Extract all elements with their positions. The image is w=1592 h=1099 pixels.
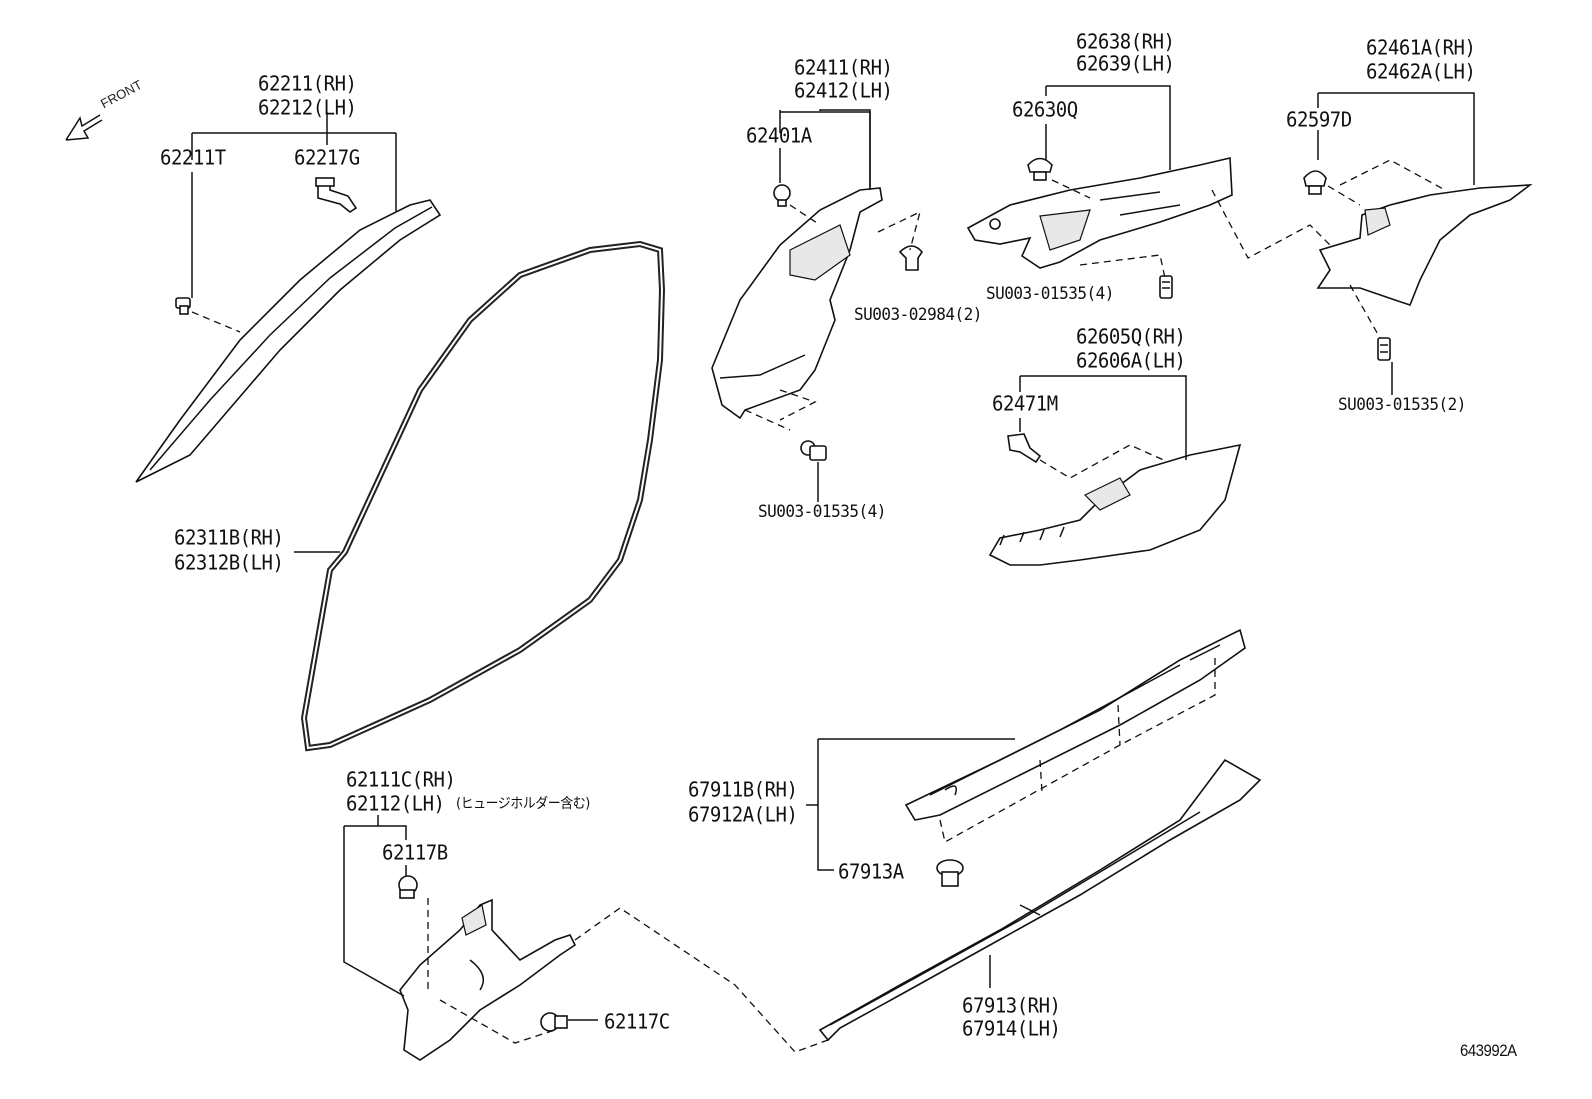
label-62217g: 62217G — [294, 146, 360, 170]
label-62117b: 62117B — [382, 841, 448, 865]
label-62605q-rh: 62605Q(RH) — [1076, 325, 1186, 349]
label-su003-01535-pillar: SU003-01535(4) — [758, 500, 886, 522]
front-kick-panel — [399, 898, 577, 1061]
clip-62117c-icon — [540, 1012, 568, 1032]
label-62312b-lh: 62312B(LH) — [174, 551, 284, 575]
label-62471m: 62471M — [992, 392, 1058, 416]
label-67913-rh: 67913(RH) — [962, 994, 1061, 1018]
clip-62597d-icon — [1303, 170, 1327, 195]
label-62112-lh: 62112(LH) — [346, 792, 445, 816]
label-62211t: 62211T — [160, 146, 226, 170]
rear-quarter-trim — [1316, 184, 1533, 306]
label-62639-lh: 62639(LH) — [1076, 52, 1175, 76]
label-62597d: 62597D — [1286, 108, 1352, 132]
label-67914-lh: 67914(LH) — [962, 1017, 1061, 1041]
label-62401a: 62401A — [746, 124, 812, 148]
clip-62471m-icon — [1007, 433, 1042, 464]
label-67911b-rh: 67911B(RH) — [688, 778, 798, 802]
diagram-reference-number: 643992A — [1460, 1042, 1517, 1061]
label-62606a-lh: 62606A(LH) — [1076, 349, 1186, 373]
label-su003-01535-mid: SU003-01535(4) — [986, 282, 1114, 304]
label-fuse-holder-note: (ヒュージホルダー含む) — [456, 796, 590, 813]
cowl-side-trim — [988, 443, 1242, 566]
front-arrow-icon — [65, 114, 103, 141]
roof-side-inner-garnish — [966, 157, 1233, 269]
label-67912a-lh: 67912A(LH) — [688, 803, 798, 827]
label-62630q: 62630Q — [1012, 98, 1078, 122]
label-67913a: 67913A — [838, 860, 904, 884]
center-pillar-upper-garnish — [711, 187, 883, 420]
clip-67913a-icon — [936, 859, 964, 887]
front-door-scuff-plate — [904, 628, 1246, 821]
label-62638-rh: 62638(RH) — [1076, 30, 1175, 54]
clip-62211t-icon — [175, 297, 191, 315]
label-su003-01535-right: SU003-01535(2) — [1338, 393, 1466, 415]
clip-62117b-icon — [398, 875, 418, 899]
label-su003-02984: SU003-02984(2) — [854, 303, 982, 325]
clip-62630q-icon — [1027, 157, 1053, 181]
screw-su003-01535-pillar-icon — [800, 440, 827, 461]
screw-su003-01535-mid-icon — [1159, 275, 1173, 299]
label-62212-lh: 62212(LH) — [258, 96, 357, 120]
a-pillar-garnish — [135, 199, 442, 483]
door-weatherstrip — [300, 240, 666, 752]
clip-62401a-icon — [773, 184, 791, 207]
label-62211-rh: 62211(RH) — [258, 72, 357, 96]
rear-door-sill-plate — [818, 758, 1262, 1042]
screw-su003-01535-right-icon — [1377, 337, 1391, 361]
label-62462a-lh: 62462A(LH) — [1366, 60, 1476, 84]
label-62311b-rh: 62311B(RH) — [174, 526, 284, 550]
label-62411-rh: 62411(RH) — [794, 56, 893, 80]
clip-su003-02984-icon — [898, 245, 923, 271]
label-62412-lh: 62412(LH) — [794, 79, 893, 103]
label-62461a-rh: 62461A(RH) — [1366, 36, 1476, 60]
label-62111c-rh: 62111C(RH) — [346, 768, 456, 792]
clip-62217g-icon — [315, 177, 358, 213]
label-62117c: 62117C — [604, 1010, 670, 1034]
